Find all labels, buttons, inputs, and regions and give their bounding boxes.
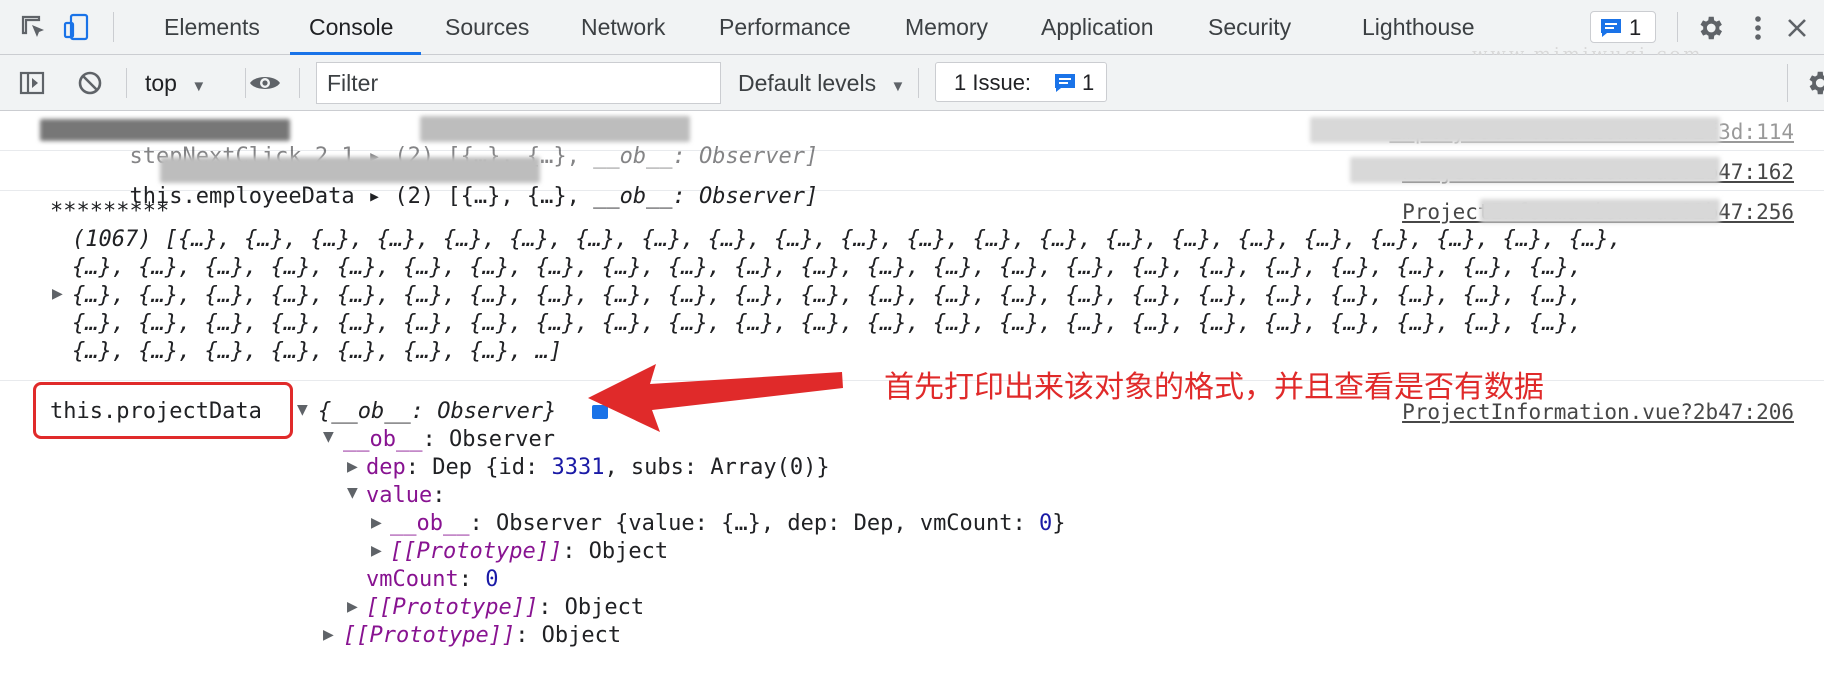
clear-console-icon[interactable] bbox=[76, 69, 104, 97]
array-preview-line: {…}, {…}, {…}, {…}, {…}, {…}, {…}, {…}, … bbox=[72, 311, 1582, 336]
issues-badge-button[interactable]: 1 bbox=[1590, 11, 1656, 43]
tab-network[interactable]: Network bbox=[581, 14, 666, 40]
sidebar-toggle-icon[interactable] bbox=[18, 69, 46, 97]
toolbar-divider bbox=[126, 68, 127, 98]
log-text: this.employeeData ▸ (2) [{…}, {…}, __ob_… bbox=[129, 184, 819, 209]
prop-inner-ob: __ob__: Observer {value: {…}, dep: Dep, … bbox=[390, 511, 1066, 536]
array-preview-line: (1067) [{…}, {…}, {…}, {…}, {…}, {…}, {…… bbox=[72, 227, 1622, 252]
filter-input[interactable] bbox=[316, 62, 721, 104]
console-output: stepNextClick 2 1 ▸ (2) [{…}, {…}, __ob_… bbox=[0, 111, 1824, 685]
issues-button-label: 1 Issue: bbox=[954, 70, 1032, 95]
collapse-triangle-icon[interactable]: ▼ bbox=[323, 429, 334, 445]
prop-dep: dep: Dep {id: 3331, subs: Array(0)} bbox=[366, 455, 830, 480]
context-selector[interactable]: top ▼ bbox=[145, 70, 206, 97]
prop-value: value: bbox=[366, 483, 446, 508]
array-preview-line: {…}, {…}, {…}, {…}, {…}, {…}, {…}, {…}, … bbox=[72, 255, 1582, 280]
expand-triangle-icon[interactable]: ▶ bbox=[347, 599, 358, 615]
expand-triangle-icon[interactable]: ▶ bbox=[371, 515, 382, 531]
redaction-blur bbox=[420, 116, 690, 142]
redaction-blur bbox=[160, 157, 540, 183]
devtools-tab-bar: Elements Console Sources Network Perform… bbox=[0, 0, 1824, 55]
prop-vmcount: vmCount: 0 bbox=[366, 567, 499, 592]
tab-console[interactable]: Console bbox=[309, 14, 394, 40]
toolbar-divider bbox=[299, 68, 300, 98]
expand-triangle-icon[interactable]: ▶ bbox=[323, 627, 334, 643]
console-settings-gear-icon[interactable] bbox=[1804, 68, 1824, 98]
prop-ob: __ob__: Observer bbox=[343, 427, 555, 452]
log-levels-value: Default levels bbox=[738, 70, 877, 96]
collapse-triangle-icon[interactable]: ▼ bbox=[347, 485, 358, 501]
console-message: this.projectData ▼ {__ob__: Observer} Pr… bbox=[0, 381, 1824, 685]
console-toolbar bbox=[0, 55, 1824, 111]
tab-sources[interactable]: Sources bbox=[445, 14, 530, 40]
expand-triangle-icon[interactable]: ▶ bbox=[52, 286, 63, 302]
chevron-down-icon: ▼ bbox=[890, 78, 906, 95]
tab-bar-divider bbox=[113, 12, 114, 42]
tab-security[interactable]: Security bbox=[1208, 14, 1292, 40]
tab-application[interactable]: Application bbox=[1041, 14, 1154, 40]
tab-memory[interactable]: Memory bbox=[905, 14, 989, 40]
device-toolbar-icon[interactable] bbox=[62, 12, 90, 42]
inspect-element-icon[interactable] bbox=[20, 14, 48, 42]
chevron-down-icon: ▼ bbox=[191, 78, 207, 95]
issues-button-count: 1 bbox=[1082, 70, 1095, 95]
redaction-blur bbox=[1350, 157, 1720, 183]
log-stars: ********* bbox=[50, 199, 170, 224]
toolbar-divider bbox=[245, 68, 246, 98]
log-levels-dropdown[interactable]: Default levels ▼ bbox=[738, 70, 905, 97]
redaction-blur bbox=[1310, 117, 1720, 143]
context-selector-value: top bbox=[145, 70, 177, 96]
tab-performance[interactable]: Performance bbox=[719, 14, 851, 40]
prop-prototype: [[Prototype]]: Object bbox=[343, 623, 622, 648]
expand-triangle-icon[interactable]: ▶ bbox=[371, 543, 382, 559]
more-options-icon[interactable] bbox=[1750, 13, 1766, 43]
close-devtools-icon[interactable] bbox=[1784, 15, 1810, 41]
active-tab-indicator bbox=[290, 52, 421, 55]
toolbar-divider bbox=[1787, 64, 1788, 102]
object-summary[interactable]: {__ob__: Observer} bbox=[318, 399, 557, 424]
console-message: stepNextClick 2 1 ▸ (2) [{…}, {…}, __ob_… bbox=[0, 111, 1824, 169]
toolbar-divider bbox=[918, 68, 919, 98]
tab-bar-divider-right bbox=[1677, 12, 1678, 42]
redaction-blur bbox=[1480, 199, 1720, 223]
console-message: ********* ProjectInformation.vue?2b47:25… bbox=[0, 191, 1824, 381]
live-expression-eye-icon[interactable] bbox=[248, 72, 282, 94]
array-preview-line: {…}, {…}, {…}, {…}, {…}, {…}, {…}, …] bbox=[72, 339, 563, 364]
tab-elements[interactable]: Elements bbox=[164, 14, 260, 40]
console-message: this.employeeData ▸ (2) [{…}, {…}, __ob_… bbox=[0, 151, 1824, 209]
array-preview-line: {…}, {…}, {…}, {…}, {…}, {…}, {…}, {…}, … bbox=[72, 283, 1582, 308]
issue-message-icon bbox=[1601, 19, 1621, 37]
prop-prototype: [[Prototype]]: Object bbox=[366, 595, 645, 620]
issues-button[interactable]: 1 Issue: 1 bbox=[935, 62, 1107, 102]
issue-message-icon bbox=[1055, 74, 1075, 92]
prop-prototype: [[Prototype]]: Object bbox=[390, 539, 669, 564]
log-label: this.projectData bbox=[50, 399, 262, 424]
info-badge-icon bbox=[592, 405, 608, 419]
source-link[interactable]: ProjectInformation.vue?2b47:206 bbox=[1402, 400, 1794, 424]
expand-triangle-icon[interactable]: ▶ bbox=[347, 459, 358, 475]
settings-gear-icon[interactable] bbox=[1695, 13, 1725, 43]
redaction-blur bbox=[40, 119, 290, 141]
issues-badge-count: 1 bbox=[1629, 15, 1642, 40]
annotation-highlight-box bbox=[33, 382, 293, 439]
annotation-text: 首先打印出来该对象的格式，并且查看是否有数据 bbox=[884, 370, 1544, 405]
collapse-triangle-icon[interactable]: ▼ bbox=[297, 402, 308, 418]
tab-lighthouse[interactable]: Lighthouse bbox=[1362, 14, 1475, 40]
